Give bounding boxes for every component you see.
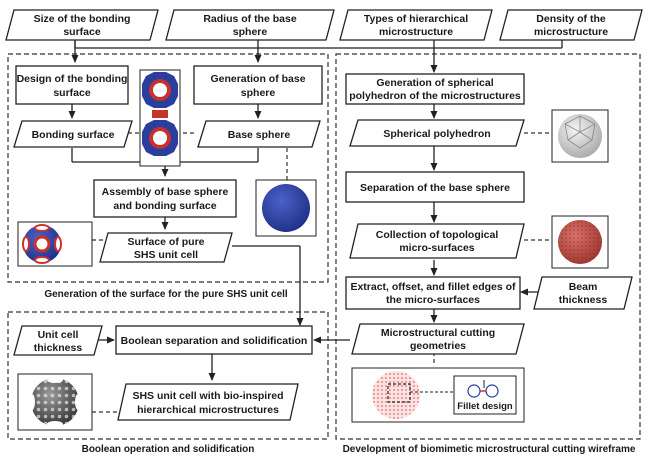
svg-text:Density of the: Density of the xyxy=(536,13,606,25)
input-types: Types of hierarchical microstructure xyxy=(339,9,493,41)
svg-text:the micro-surfaces: the micro-surfaces xyxy=(386,294,480,306)
svg-text:hierarchical microstructures: hierarchical microstructures xyxy=(137,404,279,416)
bottom-group-caption: Boolean operation and solidification xyxy=(82,444,255,455)
base-sphere-para: Base sphere xyxy=(197,120,321,148)
svg-text:Unit cell: Unit cell xyxy=(38,329,79,341)
spherical-polyhedron-image xyxy=(551,109,609,163)
beam-thickness-para: Beam thickness xyxy=(533,276,633,310)
svg-text:Boolean separation and solidif: Boolean separation and solidification xyxy=(121,335,308,347)
svg-text:Design of the bonding: Design of the bonding xyxy=(17,73,128,85)
input-size: Size of the bonding surface xyxy=(5,9,159,41)
svg-text:Radius of the base: Radius of the base xyxy=(203,13,297,25)
generation-base-box: Generation of base sphere xyxy=(193,65,323,105)
left-group-frame xyxy=(7,53,329,283)
boolean-box: Boolean separation and solidification xyxy=(115,325,313,355)
base-sphere-image xyxy=(255,179,317,237)
svg-text:Surface of pure: Surface of pure xyxy=(127,236,204,248)
collection-para: Collection of topological micro-surfaces xyxy=(349,223,525,259)
micro-surfaces-image xyxy=(551,215,609,269)
svg-text:Collection of topological: Collection of topological xyxy=(376,229,499,241)
svg-text:geometries: geometries xyxy=(410,340,466,352)
svg-text:Base sphere: Base sphere xyxy=(228,129,291,141)
svg-text:Generation of base: Generation of base xyxy=(210,73,305,85)
svg-text:thickness: thickness xyxy=(34,342,83,354)
svg-text:thickness: thickness xyxy=(559,294,608,306)
svg-text:surface: surface xyxy=(63,26,101,38)
svg-text:Types of hierarchical: Types of hierarchical xyxy=(364,13,468,25)
right-group-frame xyxy=(335,53,641,440)
svg-text:sphere: sphere xyxy=(233,26,268,38)
left-group-caption: Generation of the surface for the pure S… xyxy=(44,289,288,300)
svg-text:microstructure: microstructure xyxy=(379,26,453,38)
svg-text:Microstructural cutting: Microstructural cutting xyxy=(381,327,495,339)
shs-final-image xyxy=(17,373,93,431)
svg-text:Bonding surface: Bonding surface xyxy=(32,129,115,141)
svg-text:Generation of spherical: Generation of spherical xyxy=(376,77,493,89)
assembly-box: Assembly of base sphere and bonding surf… xyxy=(93,179,237,218)
svg-text:polyhedron of the microstructu: polyhedron of the microstructures xyxy=(349,90,521,102)
extract-box: Extract, offset, and fillet edges of the… xyxy=(345,276,521,310)
svg-text:Size of the bonding: Size of the bonding xyxy=(34,13,131,25)
svg-text:Extract, offset, and fillet ed: Extract, offset, and fillet edges of xyxy=(350,281,516,293)
input-density: Density of the microstructure xyxy=(499,9,643,41)
svg-text:Spherical polyhedron: Spherical polyhedron xyxy=(383,128,490,140)
spherical-poly-para: Spherical polyhedron xyxy=(349,119,525,147)
svg-text:SHS unit cell: SHS unit cell xyxy=(134,249,198,261)
svg-text:and bonding surface: and bonding surface xyxy=(113,200,216,212)
input-radius: Radius of the base sphere xyxy=(165,9,335,41)
bottom-group-frame xyxy=(7,311,329,440)
fillet-design-label: Fillet design xyxy=(457,401,513,412)
bonding-surface-image xyxy=(139,69,181,167)
surface-pure-para: Surface of pure SHS unit cell xyxy=(99,232,233,263)
svg-text:Beam: Beam xyxy=(569,281,598,293)
svg-text:sphere: sphere xyxy=(241,87,276,99)
pure-shs-cell-image xyxy=(17,221,93,267)
connectors xyxy=(68,40,563,381)
svg-text:Separation of the base sphere: Separation of the base sphere xyxy=(360,182,510,194)
separation-box: Separation of the base sphere xyxy=(345,171,525,203)
cutting-geometries-para: Microstructural cutting geometries xyxy=(351,323,525,355)
bonding-surface-para: Bonding surface xyxy=(13,120,133,148)
svg-text:micro-surfaces: micro-surfaces xyxy=(399,242,474,254)
unit-cell-thickness-para: Unit cell thickness xyxy=(13,325,103,356)
right-group-caption: Development of biomimetic microstructura… xyxy=(343,444,636,455)
svg-text:Assembly of base sphere: Assembly of base sphere xyxy=(102,186,229,198)
svg-text:surface: surface xyxy=(53,87,91,99)
svg-text:SHS unit cell with bio-inspire: SHS unit cell with bio-inspired xyxy=(132,390,283,402)
svg-text:microstructure: microstructure xyxy=(534,26,608,38)
generation-poly-box: Generation of spherical polyhedron of th… xyxy=(345,73,525,105)
shs-final-para: SHS unit cell with bio-inspired hierarch… xyxy=(117,383,299,421)
cutting-wireframe-image: Fillet design xyxy=(351,367,525,423)
design-bonding-box: Design of the bonding surface xyxy=(15,65,129,105)
